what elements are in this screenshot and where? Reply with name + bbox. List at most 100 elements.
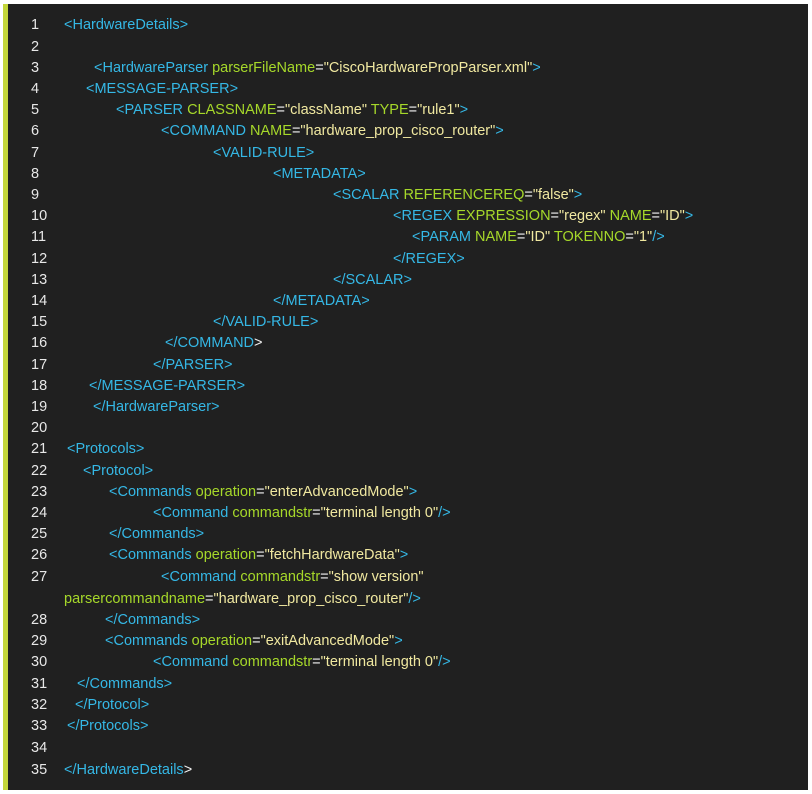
code-token-plain: = xyxy=(312,505,321,521)
line-code: </Protocols> xyxy=(67,716,148,737)
code-line: 19 </HardwareParser> xyxy=(3,397,808,418)
line-code: <METADATA> xyxy=(273,164,366,185)
line-code: </REGEX> xyxy=(393,249,465,270)
code-line: 25</Commands> xyxy=(3,524,808,545)
code-token-plain: = xyxy=(524,187,533,203)
code-token-str: "hardware_prop_cisco_router" xyxy=(300,123,496,139)
line-number: 26 xyxy=(31,547,48,563)
line-number: 29 xyxy=(31,633,48,649)
code-line: 27<Command commandstr="show version" xyxy=(3,567,808,588)
line-number: 8 xyxy=(31,166,40,182)
code-token-tag: /> xyxy=(652,229,665,245)
line-code: </PARSER> xyxy=(153,355,233,376)
code-token-tag: </VALID-RULE> xyxy=(213,314,319,330)
line-number: 21 xyxy=(31,441,48,457)
line-number: 5 xyxy=(31,102,40,118)
code-token-tag: > xyxy=(399,547,409,563)
code-token-tag: <MESSAGE-PARSER> xyxy=(86,81,239,97)
code-token-plain: = xyxy=(516,229,526,245)
line-number: 6 xyxy=(31,123,40,139)
code-token-plain: = xyxy=(315,60,324,76)
code-token-attr: commandstr xyxy=(240,569,321,585)
code-token-tag: > xyxy=(573,187,583,203)
line-number: 22 xyxy=(31,463,48,479)
code-line: 30 <Command commandstr="terminal length 0… xyxy=(3,652,808,673)
code-token-tag: > xyxy=(684,208,694,224)
code-line: 29 <Commands operation="exitAdvancedMode"… xyxy=(3,631,808,652)
code-line: 12</REGEX> xyxy=(3,249,808,270)
code-token-str: "terminal length 0" xyxy=(320,654,439,670)
code-line: 28 </Commands> xyxy=(3,610,808,631)
code-line: 33 </Protocols> xyxy=(3,716,808,737)
line-code: <Protocols> xyxy=(67,439,144,460)
line-number: 35 xyxy=(31,762,48,778)
code-line: 35 </HardwareDetails> xyxy=(3,760,808,781)
line-code: </Protocol> xyxy=(75,695,149,716)
line-number: 18 xyxy=(31,378,48,394)
code-token-plain: = xyxy=(625,229,634,245)
line-number: 10 xyxy=(31,208,48,224)
code-token-tag: <VALID-RULE> xyxy=(213,145,315,161)
code-token-tag: </Commands> xyxy=(105,612,201,628)
code-token-tag: <COMMAND xyxy=(161,123,251,139)
line-code: <Command commandstr="terminal length 0"/… xyxy=(153,652,451,673)
code-token-plain: = xyxy=(312,654,321,670)
code-token-tag: <PARSER xyxy=(116,102,188,118)
line-number: 17 xyxy=(31,357,48,373)
code-token-str: "show version" xyxy=(328,569,424,585)
code-line: 6<COMMAND NAME="hardware_prop_cisco_rout… xyxy=(3,121,808,142)
code-token-str: "className" xyxy=(284,102,371,118)
code-token-tag: <Protocol> xyxy=(83,463,154,479)
code-token-attr: commandstr xyxy=(232,654,313,670)
line-number: 19 xyxy=(31,399,48,415)
code-token-tag: > xyxy=(495,123,504,139)
code-token-tag: <Command xyxy=(153,654,233,670)
code-token-tag: </Commands> xyxy=(77,676,173,692)
line-number: 28 xyxy=(31,612,48,628)
code-token-plain: = xyxy=(651,208,660,224)
line-number: 11 xyxy=(31,229,47,245)
code-token-str: "rule1" xyxy=(417,102,460,118)
code-token-plain: = xyxy=(276,102,285,118)
code-token-tag: </HardwareDetails xyxy=(64,762,184,778)
code-line: 17 </PARSER> xyxy=(3,355,808,376)
code-token-tag: <METADATA> xyxy=(273,166,366,182)
line-code: <HardwareParser parserFileName="CiscoHar… xyxy=(94,58,541,79)
line-code: </COMMAND> xyxy=(165,333,263,354)
code-token-tag: </Commands> xyxy=(109,526,205,542)
code-line: 16</COMMAND> xyxy=(3,333,808,354)
code-token-plain: > xyxy=(183,762,193,778)
code-line: 22 <Protocol> xyxy=(3,461,808,482)
line-code: <Commands operation="fetchHardwareData"> xyxy=(109,545,408,566)
code-line: parsercommandname="hardware_prop_cisco_r… xyxy=(3,589,808,610)
line-code: </MESSAGE-PARSER> xyxy=(89,376,245,397)
line-number: 7 xyxy=(31,145,40,161)
code-line: 34 xyxy=(3,738,808,759)
code-token-tag: <Commands xyxy=(105,633,192,649)
code-line: 1<HardwareDetails> xyxy=(3,15,808,36)
code-token-attr: EXPRESSION xyxy=(456,208,551,224)
line-number: 30 xyxy=(31,654,48,670)
code-token-attr: parserFileName xyxy=(212,60,316,76)
code-line: 7 <VALID-RULE> xyxy=(3,143,808,164)
code-token-tag: > xyxy=(408,484,418,500)
code-token-attr: commandstr xyxy=(232,505,313,521)
code-token-str: "hardware_prop_cisco_router" xyxy=(213,591,409,607)
line-code: <Commands operation="enterAdvancedMode"> xyxy=(109,482,417,503)
line-number: 33 xyxy=(31,718,48,734)
gutter-accent-bar xyxy=(3,4,8,790)
line-code: </HardwareParser> xyxy=(93,397,220,418)
code-token-attr: CLASSNAME xyxy=(187,102,277,118)
line-code: <Protocol> xyxy=(83,461,153,482)
code-token-str: "false" xyxy=(532,187,574,203)
code-token-plain: = xyxy=(320,569,329,585)
line-number: 2 xyxy=(31,39,40,55)
code-token-tag: <Command xyxy=(153,505,233,521)
code-token-str: "CiscoHardwarePropParser.xml" xyxy=(323,60,533,76)
code-token-tag: </HardwareParser> xyxy=(93,399,220,415)
line-number: 24 xyxy=(31,505,48,521)
line-code: <Commands operation="exitAdvancedMode"> xyxy=(105,631,403,652)
code-line: 23<Commands operation="enterAdvancedMode… xyxy=(3,482,808,503)
code-token-tag: <Commands xyxy=(109,547,196,563)
